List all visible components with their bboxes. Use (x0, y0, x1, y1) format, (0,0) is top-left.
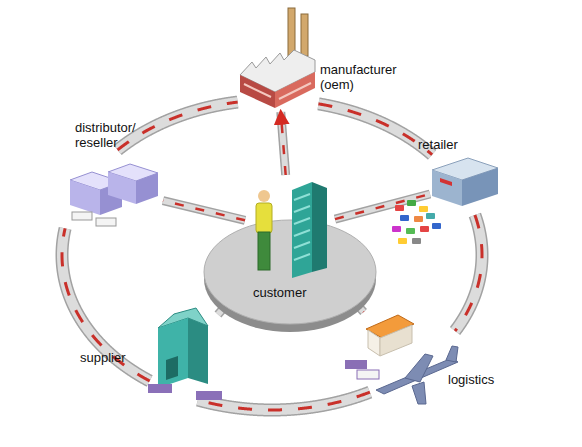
truck (345, 360, 367, 369)
conveyor-dash (163, 201, 245, 221)
conveyor-belt (455, 215, 482, 331)
truck (96, 218, 116, 226)
supply-chain-node: distributor/ reseller (65, 150, 163, 228)
supply-chain-node: customer (245, 175, 335, 287)
person-shirt (256, 203, 272, 233)
plane-tail (446, 346, 458, 362)
conveyor-belt (281, 112, 286, 175)
conveyor-dash (198, 392, 370, 410)
chimney (288, 8, 295, 56)
tower-side (312, 182, 327, 272)
car (420, 226, 429, 232)
conveyor-link (335, 194, 430, 219)
node-label: distributor/ reseller (75, 120, 155, 150)
truck (72, 212, 92, 220)
conveyor-belt (62, 228, 150, 381)
supply-chain-node: retailer (430, 155, 498, 215)
supplier-wall (158, 318, 188, 388)
car (406, 228, 415, 234)
warehouse-wall (136, 173, 158, 204)
supply-chain-node: supplier (150, 308, 218, 400)
truck (357, 370, 379, 379)
supply-chain-node: manufacturer (oem) (238, 40, 318, 112)
store-wall (462, 168, 498, 206)
person-head (258, 190, 270, 202)
hub-disk (204, 220, 376, 324)
plane-wing (405, 354, 433, 382)
car (419, 206, 428, 212)
node-label: supplier (80, 350, 146, 365)
conveyor-dash (335, 194, 430, 219)
conveyor-connector (62, 228, 150, 381)
truck (148, 384, 172, 393)
tower-windows (294, 194, 310, 260)
conveyor-connector (281, 112, 286, 175)
supplier-wall (188, 318, 208, 384)
depot-wall (380, 325, 412, 356)
conveyor-connector (335, 194, 430, 219)
conveyor-connector (198, 392, 370, 410)
conveyor-belt (318, 104, 432, 155)
car (412, 238, 421, 244)
conveyor-connector (163, 201, 245, 221)
supply-chain-node: logistics (345, 312, 455, 392)
depot-wall (368, 330, 380, 356)
plane-wing (412, 382, 426, 404)
conveyor-link (163, 201, 245, 221)
person-legs (258, 232, 270, 270)
supplier-door (166, 356, 178, 380)
conveyor-link (455, 215, 482, 331)
car (407, 200, 416, 206)
warehouse-wall (108, 172, 136, 204)
conveyor-dash (318, 104, 432, 155)
conveyor-link (281, 112, 286, 175)
truck (196, 391, 222, 400)
conveyor-belt (198, 392, 370, 410)
store-wall (432, 170, 462, 206)
car (426, 213, 435, 219)
conveyor-dash (455, 215, 482, 331)
node-label: manufacturer (oem) (320, 62, 410, 92)
conveyor-belt (335, 194, 430, 219)
conveyor-link (318, 104, 432, 155)
node-label: customer (253, 285, 333, 300)
conveyor-connector (455, 215, 482, 331)
tower-front (292, 182, 312, 278)
node-label: retailer (418, 137, 488, 152)
conveyor-link (62, 228, 150, 381)
car (400, 215, 409, 221)
conveyor-connector (318, 104, 432, 155)
car (395, 205, 404, 211)
chimney (301, 14, 308, 56)
car (392, 226, 401, 232)
conveyor-belt (163, 201, 245, 221)
car (414, 216, 423, 222)
car (398, 238, 407, 244)
conveyor-dash (281, 112, 286, 175)
conveyor-dash (62, 228, 150, 381)
warehouse-wall (70, 180, 100, 215)
conveyor-link (198, 392, 370, 410)
node-label: logistics (448, 372, 518, 387)
store-sign (440, 178, 452, 186)
car (432, 223, 441, 229)
factory-windows (244, 83, 311, 99)
